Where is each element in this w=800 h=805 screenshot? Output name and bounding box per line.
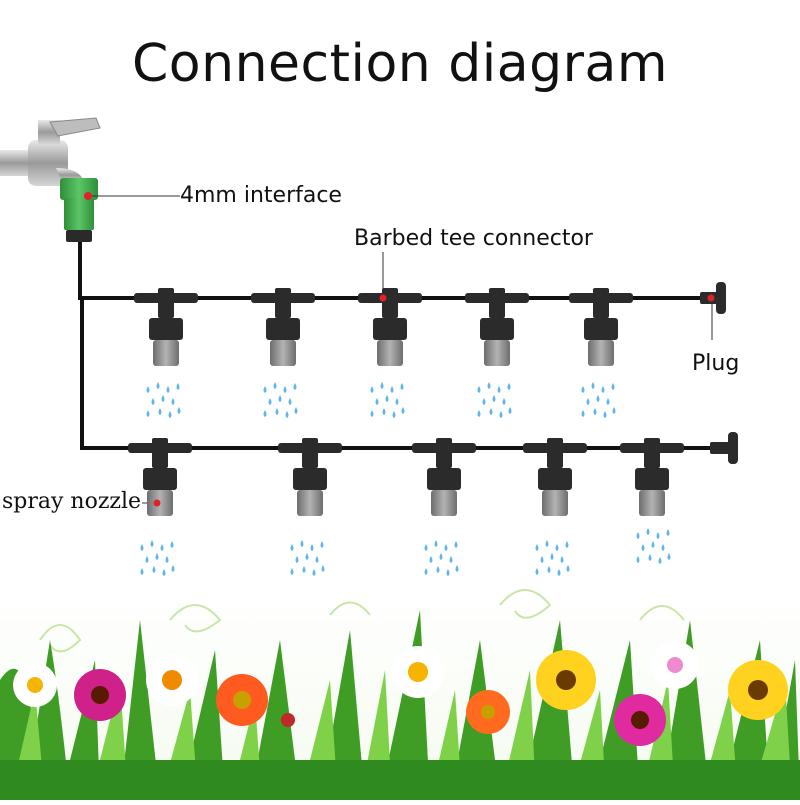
bottom-row-nozzles (128, 438, 684, 576)
tee-nozzle (134, 288, 198, 418)
interface-label: 4mm interface (180, 183, 342, 208)
plug (700, 282, 726, 314)
garden-decoration (0, 589, 800, 800)
tee-marker (379, 294, 387, 302)
adapter-4mm (60, 178, 98, 242)
tee-nozzle (358, 288, 422, 418)
plug-marker (707, 294, 715, 302)
interface-marker (84, 192, 92, 200)
tee-nozzle (278, 438, 342, 576)
tee-nozzle (465, 288, 529, 418)
tee-nozzle (569, 288, 633, 418)
plug-label: Plug (692, 351, 740, 376)
plug (710, 432, 738, 464)
nozzle-marker (153, 499, 161, 507)
page-title: Connection diagram (132, 34, 668, 94)
tee-nozzle (128, 438, 192, 576)
nozzle-label: spray nozzle (2, 489, 142, 514)
tee-label: Barbed tee connector (354, 226, 593, 251)
top-row-nozzles (134, 288, 633, 418)
tee-nozzle (412, 438, 476, 576)
tee-nozzle (251, 288, 315, 418)
tee-nozzle (523, 438, 587, 576)
faucet (0, 117, 101, 186)
tee-nozzle (620, 438, 684, 564)
